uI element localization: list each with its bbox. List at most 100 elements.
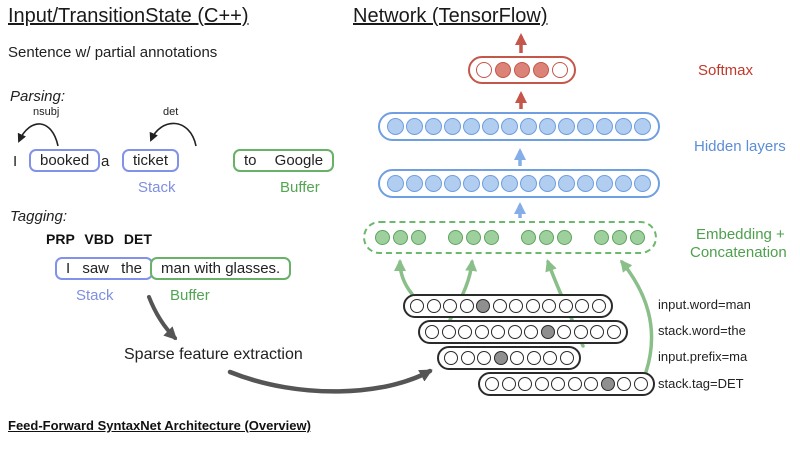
feature-vector-4 xyxy=(478,372,655,396)
unit-circle xyxy=(406,118,423,135)
embedding-group-4 xyxy=(594,230,645,245)
unit-circle xyxy=(557,325,571,339)
unit-circle xyxy=(634,175,651,192)
feature-vector-3 xyxy=(437,346,581,370)
unit-circle xyxy=(633,377,648,391)
unit-circle xyxy=(387,175,404,192)
unit-circle xyxy=(634,118,651,135)
unit-circle xyxy=(514,62,530,78)
unit-circle xyxy=(393,230,408,245)
unit-circle xyxy=(551,377,565,391)
unit-circle xyxy=(482,118,499,135)
feature-label-2: stack.word=the xyxy=(658,323,746,338)
unit-circle xyxy=(425,175,442,192)
unit-circle xyxy=(443,299,457,313)
unit-circle xyxy=(591,299,606,313)
unit-circle xyxy=(484,230,499,245)
heading-network: Network (TensorFlow) xyxy=(353,5,548,27)
det-arc xyxy=(149,122,197,147)
unit-circle xyxy=(507,325,522,339)
unit-circle xyxy=(510,351,524,365)
unit-circle xyxy=(526,351,541,365)
unit-circle xyxy=(558,118,575,135)
unit-circle xyxy=(477,351,491,365)
unit-circle xyxy=(460,351,475,365)
unit-circle xyxy=(525,299,540,313)
unit-circle xyxy=(521,230,536,245)
unit-circle xyxy=(491,325,505,339)
unit-circle xyxy=(594,230,609,245)
unit-circle xyxy=(518,377,532,391)
unit-circle xyxy=(552,62,568,78)
softmax-label: Softmax xyxy=(698,62,754,79)
unit-circle xyxy=(615,118,632,135)
unit-circle xyxy=(596,118,613,135)
buffer-label-tagging: Buffer xyxy=(170,287,210,304)
nsubj-arc xyxy=(17,123,59,147)
unit-circle xyxy=(539,175,556,192)
token-a: a xyxy=(101,153,110,170)
sparse-extraction-label: Sparse feature extraction xyxy=(124,346,303,363)
feature-arrow-4 xyxy=(620,259,654,374)
unit-circle xyxy=(476,62,492,78)
footer-title: Feed-Forward SyntaxNet Architecture (Ove… xyxy=(8,418,311,433)
hidden-layers-label: Hidden layers xyxy=(694,138,786,155)
arc-label-nsubj: nsubj xyxy=(33,106,60,118)
unit-circle xyxy=(425,118,442,135)
unit-circle xyxy=(482,175,499,192)
unit-circle xyxy=(509,299,523,313)
feature-vector-1 xyxy=(403,294,613,318)
heading-input-transitionstate: Input/TransitionState (C++) xyxy=(8,5,249,27)
embedding-label-line1: Embedding + xyxy=(696,226,785,243)
unit-circle xyxy=(557,230,572,245)
unit-circle xyxy=(411,230,426,245)
feature-label-3: input.prefix=ma xyxy=(658,349,748,364)
unit-circle xyxy=(493,351,508,365)
unit-circle xyxy=(558,175,575,192)
unit-circle xyxy=(501,175,518,192)
unit-circle xyxy=(444,175,461,192)
unit-circle xyxy=(476,299,490,313)
token-i: I xyxy=(13,153,18,170)
unit-circle xyxy=(406,175,423,192)
unit-circle xyxy=(459,299,474,313)
unit-circle xyxy=(590,325,604,339)
unit-circle xyxy=(584,377,598,391)
unit-circle xyxy=(458,325,472,339)
unit-circle xyxy=(501,377,516,391)
unit-circle xyxy=(573,325,588,339)
feature-label-1: input.word=man xyxy=(658,297,751,312)
arc-label-det: det xyxy=(163,106,179,118)
unit-circle xyxy=(543,351,557,365)
unit-circle xyxy=(463,175,480,192)
pos-tags: PRP VBD DET xyxy=(46,231,152,247)
unit-circle xyxy=(539,118,556,135)
subtitle-sentence: Sentence w/ partial annotations xyxy=(8,44,218,61)
unit-circle xyxy=(425,325,439,339)
unit-circle xyxy=(524,325,538,339)
buffer-label-parsing: Buffer xyxy=(280,179,320,196)
unit-circle xyxy=(501,118,518,135)
unit-circle xyxy=(463,118,480,135)
unit-circle xyxy=(539,230,554,245)
embedding-group-3 xyxy=(521,230,572,245)
unit-circle xyxy=(533,62,549,78)
stack-label-parsing: Stack xyxy=(138,179,176,196)
unit-circle xyxy=(448,230,463,245)
unit-circle xyxy=(615,175,632,192)
stack-box-booked: booked xyxy=(29,149,101,172)
stack-box-tagging: I saw the xyxy=(55,257,154,280)
embedding-label-line2: Concatenation xyxy=(690,244,787,261)
unit-circle xyxy=(426,299,441,313)
unit-circle xyxy=(444,118,461,135)
buffer-box-tagging: man with glasses. xyxy=(150,257,292,280)
unit-circle xyxy=(559,351,574,365)
unit-circle xyxy=(375,230,390,245)
unit-circle xyxy=(520,118,537,135)
stack-box-ticket: ticket xyxy=(122,149,180,172)
unit-circle xyxy=(630,230,645,245)
unit-circle xyxy=(606,325,621,339)
softmax-layer xyxy=(468,56,576,84)
buffer-box-parsing: to Google xyxy=(233,149,335,172)
